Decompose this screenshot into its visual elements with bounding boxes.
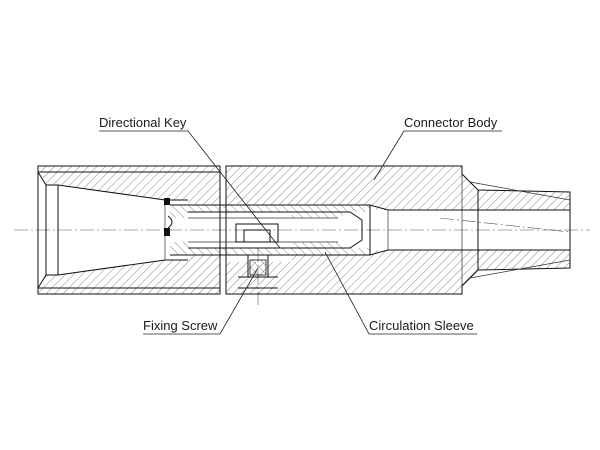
left-box-section xyxy=(37,165,221,295)
leader-circulation-sleeve xyxy=(324,251,477,335)
fixing-screw xyxy=(238,254,278,289)
label-fixing-screw: Fixing Screw xyxy=(143,318,218,333)
leader-fixing-screw xyxy=(143,267,259,335)
leader-directional-key xyxy=(99,130,281,249)
seal-lower xyxy=(164,228,170,236)
seal-ring xyxy=(167,215,173,229)
label-circulation-sleeve: Circulation Sleeve xyxy=(369,318,474,333)
leader-connector-body xyxy=(373,130,502,181)
directional-key xyxy=(235,223,279,243)
label-directional-key: Directional Key xyxy=(99,115,187,130)
circulation-sleeve-section xyxy=(170,204,371,256)
seal-upper xyxy=(164,198,170,205)
connector-body-section xyxy=(225,165,571,295)
label-connector-body: Connector Body xyxy=(404,115,498,130)
